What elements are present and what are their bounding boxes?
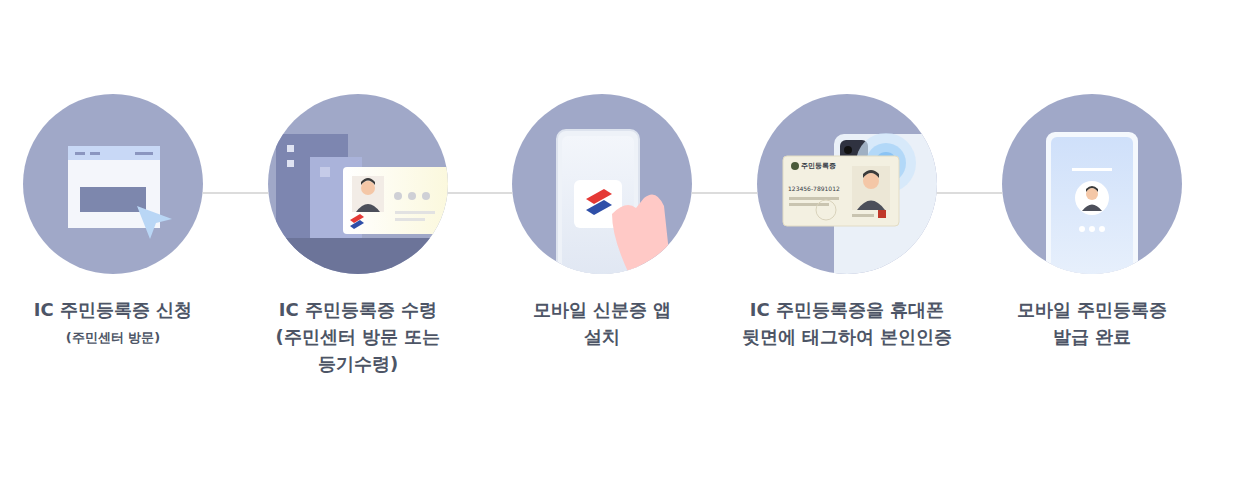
step-circle: IC 주민등록증 수령 (주민센터 방문 또는 등기수령) (268, 94, 448, 274)
bar-dash (90, 152, 100, 155)
body (1082, 205, 1102, 212)
connector-line (203, 192, 269, 194)
ground (260, 238, 460, 278)
hair (863, 170, 879, 178)
dot (408, 192, 416, 200)
cursor-arrow (137, 206, 172, 239)
step-caption: IC 주민등록증 신청 (주민센터 방문) (13, 296, 213, 349)
dot (1079, 226, 1085, 232)
window-square (287, 145, 294, 152)
hand (612, 194, 672, 280)
dot (422, 192, 430, 200)
card-line (789, 203, 829, 206)
step-caption: IC 주민등록증 수령 (주민센터 방문 또는 등기수령) (263, 296, 453, 377)
step-circle: 모바일 신분증 앱 설치 (512, 94, 692, 274)
step-title: 모바일 신분증 앱 설치 (532, 296, 672, 350)
bar-dash (75, 152, 85, 155)
screen-line (1072, 168, 1112, 171)
card-photo (852, 166, 890, 210)
card-line (395, 211, 435, 214)
step-title: IC 주민등록증 수령 (주민센터 방문 또는 등기수령) (263, 296, 453, 377)
avatar (1075, 181, 1109, 215)
logo (586, 200, 612, 215)
connector-line (692, 192, 758, 194)
step-circle: 모바일 주민등록증 발급 완료 (1002, 94, 1182, 274)
bar-dash (135, 152, 153, 155)
step-art-tag (757, 94, 938, 294)
body (356, 204, 380, 212)
step-title: IC 주민등록증 신청 (13, 296, 213, 323)
connector-line (937, 192, 1003, 194)
window-square (320, 167, 330, 177)
step-caption: 모바일 신분증 앱 설치 (532, 296, 672, 350)
step-art-receive (260, 94, 460, 278)
body (857, 201, 885, 211)
lens (844, 146, 852, 154)
phone-screen (1051, 137, 1133, 287)
seal (878, 210, 886, 218)
step-note: (주민센터 방문) (13, 327, 213, 349)
logo (350, 220, 364, 229)
step-circle (23, 94, 203, 274)
step-caption: IC 주민등록증을 휴대폰 뒷면에 태그하여 본인인증 (740, 296, 955, 350)
card-line (395, 218, 425, 221)
window-square (287, 160, 294, 167)
id-card (343, 167, 451, 234)
hair (361, 178, 375, 185)
step-art-issued (1002, 94, 1182, 292)
card-photo (352, 176, 384, 212)
id-card (783, 156, 899, 226)
step-title: 모바일 주민등록증 발급 완료 (1002, 296, 1182, 350)
emblem (791, 162, 799, 170)
step-circle: IC 주민등록증 신청(주민센터 방문) (23, 94, 203, 274)
hair (1086, 186, 1098, 192)
card-line (852, 214, 874, 217)
face (361, 181, 375, 195)
card-text: 123456-7891012 (788, 185, 840, 192)
dot (1099, 226, 1105, 232)
dot (1089, 226, 1095, 232)
input-field (80, 187, 146, 212)
logo (586, 189, 612, 204)
window-bar (68, 146, 160, 160)
step-caption: 모바일 주민등록증 발급 완료 (1002, 296, 1182, 350)
phone (1046, 132, 1138, 292)
step-art-install (512, 94, 692, 290)
step-title: IC 주민등록증을 휴대폰 뒷면에 태그하여 본인인증 (740, 296, 955, 350)
connector-line (448, 192, 513, 194)
dot (394, 192, 402, 200)
card-text: 주민등록증 (801, 161, 836, 171)
card-line (789, 197, 839, 200)
step-circle: IC 주민등록증을 휴대폰 뒷면에 태그하여 본인인증 (757, 94, 937, 274)
step-art-apply (23, 94, 203, 274)
hologram (816, 200, 836, 220)
